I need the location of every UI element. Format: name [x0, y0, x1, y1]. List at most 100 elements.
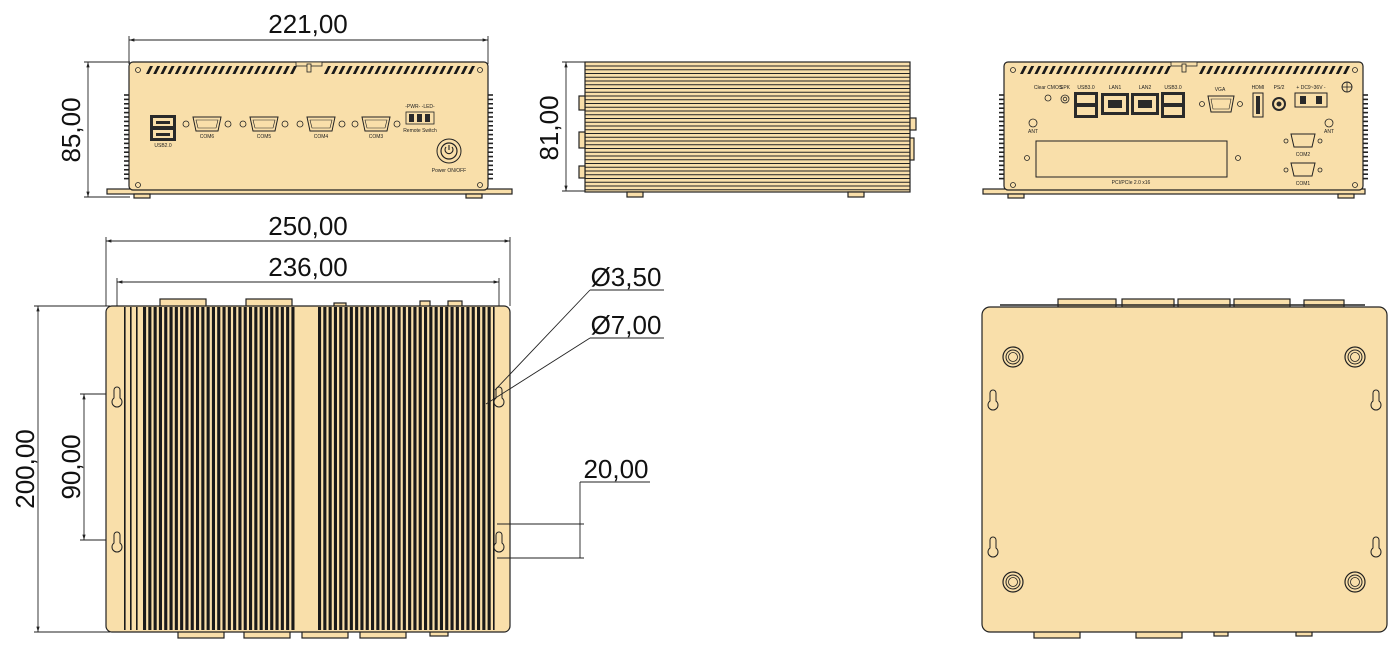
heatsink-fin: [371, 307, 375, 630]
heatsink-fin: [413, 307, 417, 630]
heatsink-fin: [450, 307, 454, 630]
vent-slot: [1278, 66, 1286, 74]
vent-slot: [424, 66, 432, 74]
rear-view: Clear CMOS SPK USB3.0 LAN1 LAN2 USB3.0: [982, 61, 1368, 199]
vent-slot: [210, 66, 218, 74]
heatsink-fin: [439, 307, 443, 630]
vent-slot: [1120, 66, 1128, 74]
front-led-label: -PWR- -LED-: [405, 104, 435, 110]
vent-slot: [460, 66, 468, 74]
vent-slot: [1328, 66, 1336, 74]
heatsink-fin: [328, 307, 332, 630]
vent-slot: [1149, 66, 1157, 74]
vent-slot: [196, 66, 204, 74]
front-remote-label: Remote Switch: [403, 128, 437, 134]
heatsink-fin: [222, 307, 226, 630]
vent-slot: [203, 66, 211, 74]
vent-slot: [1041, 66, 1049, 74]
vent-slot: [1213, 66, 1221, 74]
front-usb-label: USB2.0: [154, 143, 171, 149]
vent-slot: [410, 66, 418, 74]
heatsink-fin: [238, 307, 242, 630]
dim-front-height: 85,00: [56, 61, 130, 198]
vent-slot: [1220, 66, 1228, 74]
keyhole-slot: [1370, 536, 1382, 558]
vent-slot: [254, 66, 261, 74]
vent-slot: [1314, 66, 1322, 74]
dim-slot-offset-label: 20,00: [583, 454, 648, 484]
vent-slot: [396, 66, 403, 74]
rear-com1-label: COM1: [1296, 181, 1311, 187]
power-button: Power ON/OFF: [432, 138, 466, 174]
vent-slot: [1077, 66, 1085, 74]
vent-slot: [1164, 66, 1171, 74]
rear-side-fins-left: [999, 94, 1004, 180]
heatsink-fin: [180, 307, 184, 630]
heatsink-fin: [418, 307, 422, 630]
vent-slot: [1142, 66, 1150, 74]
heatsink-fin: [349, 307, 353, 630]
vent-slot: [360, 66, 367, 74]
heatsink-fin: [264, 307, 268, 630]
vent-slot: [453, 66, 461, 74]
heatsink-fin: [333, 307, 337, 630]
vent-slot: [432, 66, 439, 74]
vent-slot: [174, 66, 182, 74]
heatsink-fin: [280, 307, 284, 630]
heatsink-fin: [360, 307, 364, 630]
front-led-block: -PWR- -LED- Remote Switch: [403, 104, 437, 134]
vent-slot: [239, 66, 247, 74]
vent-slot: [146, 66, 153, 74]
side-enclosure: [584, 61, 911, 193]
vent-slot: [1285, 66, 1293, 74]
rear-vga-label: VGA: [1215, 87, 1226, 93]
rear-spk-label: SPK: [1060, 85, 1071, 91]
ground-icon: [1341, 81, 1353, 93]
rear-hdmi: [1252, 92, 1264, 118]
heatsink-fin: [344, 307, 348, 630]
top-view: 250,00 236,00 200,00 90,00: [10, 211, 664, 639]
rear-ant-left-label: ANT: [1028, 129, 1038, 135]
heatsink-fin: [386, 307, 390, 630]
com-port: [306, 116, 336, 132]
vent-slot: [1271, 66, 1278, 74]
front-side-fins-right: [488, 94, 493, 180]
vent-slot: [374, 66, 382, 74]
heatsink-fin: [286, 307, 290, 630]
vent-slot: [153, 66, 161, 74]
rear-com2-label: COM2: [1296, 152, 1311, 158]
vent-slot: [417, 66, 425, 74]
vent-slot: [189, 66, 197, 74]
com-port: [361, 116, 391, 132]
heatsink-fin: [291, 307, 295, 630]
rear-vga: [1199, 95, 1243, 113]
front-usb-ports: USB2.0: [150, 115, 176, 149]
heatsink-fin: [254, 307, 258, 630]
vent-slot: [261, 66, 269, 74]
rear-com1: COM1: [1283, 162, 1323, 187]
heatsink-fin: [270, 307, 274, 630]
bottom-rubber-feet: [1002, 346, 1366, 593]
side-view: 81,00: [534, 61, 917, 198]
rear-top-vents: [1020, 66, 1350, 74]
vent-slot: [232, 66, 240, 74]
heatsink-fin: [190, 307, 194, 630]
vent-slot: [324, 66, 331, 74]
com-port-label: COM3: [369, 134, 384, 140]
heatsink-fin: [259, 307, 263, 630]
rear-ps2-label: PS/2: [1274, 85, 1285, 91]
keyhole-slot: [111, 386, 123, 408]
rear-com2: COM2: [1283, 133, 1323, 158]
vent-slot: [388, 66, 396, 74]
heatsink-fin: [233, 307, 237, 630]
heatsink-fin: [143, 307, 147, 630]
heatsink-fin: [158, 307, 162, 630]
dim-top-outer-width: 250,00: [105, 211, 511, 306]
vent-slot: [381, 66, 389, 74]
keyhole-slot: [111, 531, 123, 553]
heatsink-fin: [318, 307, 322, 630]
vent-slot: [1335, 66, 1343, 74]
rear-ant-right-label: ANT: [1324, 129, 1334, 135]
rear-lan2-label: LAN2: [1139, 85, 1152, 91]
